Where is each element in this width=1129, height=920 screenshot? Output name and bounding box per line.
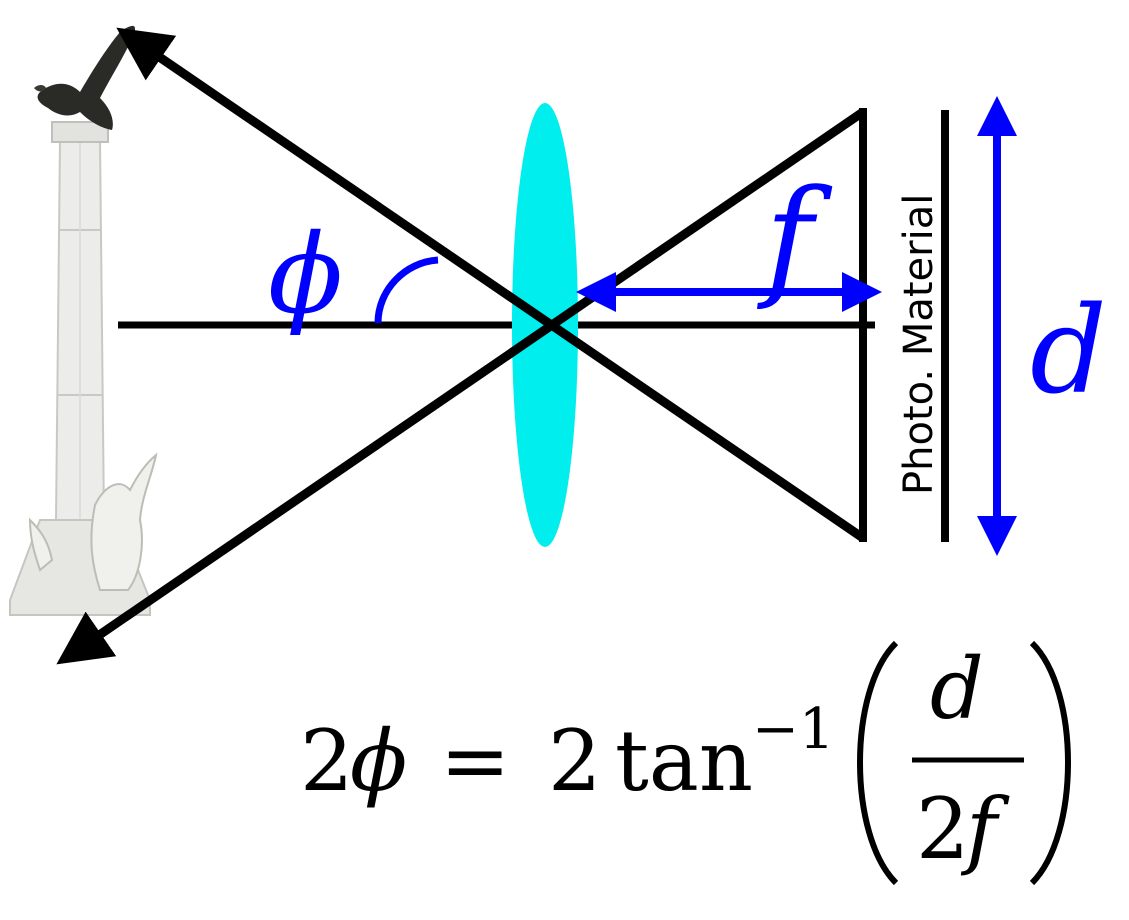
phi-label: ϕ (268, 210, 343, 338)
eq-exponent: −1 (752, 697, 835, 762)
eq-denominator-coef: 2 (916, 780, 969, 878)
angle-arc (374, 256, 439, 324)
d-label: d (1030, 282, 1107, 421)
left-paren (857, 640, 899, 886)
eq-lhs-coef: 2 (300, 712, 353, 810)
photo-material-label: Photo. Material (896, 194, 942, 495)
right-paren (1029, 640, 1071, 886)
field-of-view-equation: 2 ϕ = 2 tan −1 d 2 f (300, 640, 1071, 886)
eq-rhs-coef: 2 (548, 712, 601, 810)
ray-lower (56, 108, 866, 665)
eq-func: tan (615, 712, 753, 810)
ray-upper (116, 27, 866, 542)
eq-denominator-var: f (960, 780, 1010, 878)
eq-numerator: d (930, 640, 984, 738)
eq-lhs-var: ϕ (350, 712, 407, 810)
eq-equals: = (440, 712, 510, 810)
monument-statue-icon (9, 25, 158, 616)
